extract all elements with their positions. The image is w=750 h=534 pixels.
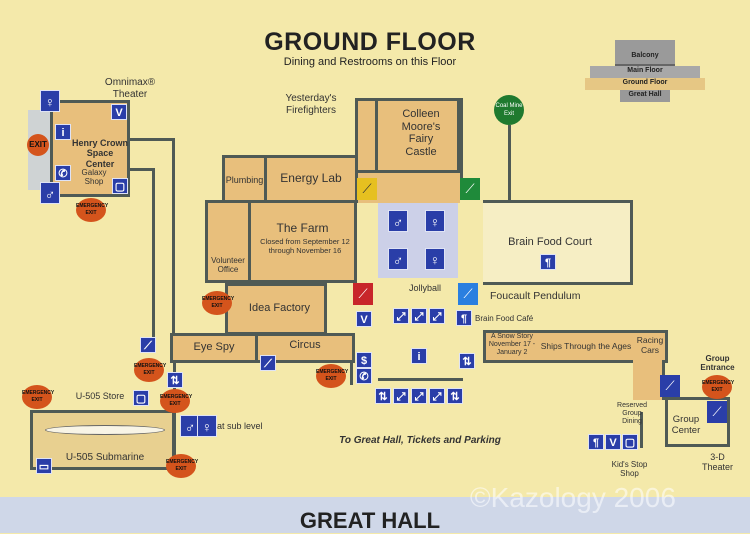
label-to-great-hall: To Great Hall, Tickets and Parking: [339, 435, 501, 446]
label-group-center: Group Center: [671, 414, 701, 436]
womens-restroom-icon[interactable]: ♀: [40, 90, 60, 112]
label-omnimax: Omnimax® Theater: [104, 77, 156, 100]
emergency-exit-marker: EMERGENCY EXIT: [316, 364, 348, 388]
label-foucault: Foucault Pendulum: [490, 290, 581, 302]
label-3d-theater: 3-D Theater: [701, 452, 734, 473]
womens-restroom-icon[interactable]: ♀: [425, 248, 445, 270]
room-idea-factory[interactable]: [225, 283, 327, 335]
womens-restroom-icon[interactable]: ♀: [425, 210, 445, 232]
label-jollyball: Jollyball: [408, 283, 441, 293]
escalator-icon: ⤢: [429, 388, 445, 404]
elevator-icon: ⇅: [375, 388, 391, 404]
room-colleen-moore[interactable]: [355, 98, 460, 173]
coal-mine-exit[interactable]: Coal Mine Exit: [494, 95, 524, 125]
floor-key-ground: Ground Floor: [622, 79, 668, 86]
emergency-exit-marker: EMERGENCY EXIT: [22, 385, 54, 409]
stairs-icon: ⟋: [458, 283, 478, 305]
label-farm-note: Closed from September 12 through Novembe…: [260, 237, 350, 255]
stairs-icon: ⟋: [707, 401, 727, 423]
v-icon: V: [356, 311, 372, 327]
label-plumbing: Plumbing: [225, 175, 264, 185]
label-snow-story: A Snow Story November 17 - January 2: [488, 333, 536, 357]
phone-icon: ✆: [55, 165, 71, 181]
mens-restroom-icon[interactable]: ♂: [388, 248, 408, 270]
escalator-icon: ⤢: [393, 308, 409, 324]
escalator-icon: ⤢: [429, 308, 445, 324]
floor-key-main: Main Floor: [627, 67, 663, 74]
emergency-exit-marker: EMERGENCY EXIT: [134, 358, 166, 382]
submarine-icon: [45, 425, 165, 435]
map-title: GROUND FLOOR: [264, 28, 476, 56]
floor-key-great-hall: Great Hall: [628, 91, 662, 98]
great-hall-title: GREAT HALL: [299, 508, 441, 533]
shop-icon: ▢: [112, 178, 128, 194]
info-icon[interactable]: i: [411, 348, 427, 364]
label-reserved-dining: Reserved Group Dining: [617, 402, 647, 426]
stairs-icon: ⟋: [357, 178, 377, 200]
label-u505: U-505 Submarine: [65, 452, 145, 463]
label-energy-lab: Energy Lab: [280, 171, 342, 185]
dining-icon: ¶: [540, 254, 556, 270]
emergency-exit-marker: EMERGENCY EXIT: [202, 291, 234, 315]
emergency-exit-marker: EMERGENCY EXIT: [76, 198, 108, 222]
label-galaxy-shop: Galaxy Shop: [81, 168, 107, 187]
stairs-icon: ⟋: [353, 283, 373, 305]
map-subtitle: Dining and Restrooms on this Floor: [283, 56, 457, 68]
label-sub-level: at sub level: [217, 421, 263, 431]
info-icon[interactable]: i: [55, 124, 71, 140]
label-volunteer-office: Volunteer Office: [211, 256, 245, 275]
great-hall-band: [0, 497, 750, 533]
emergency-exit-marker: EMERGENCY EXIT: [166, 454, 198, 478]
label-eye-spy: Eye Spy: [193, 341, 235, 353]
label-brain-food-court: Brain Food Court: [508, 236, 592, 248]
label-circus: Circus: [289, 339, 321, 351]
label-colleen: Colleen Moore's Fairy Castle: [401, 108, 441, 158]
womens-restroom-icon[interactable]: ♀: [197, 415, 217, 437]
escalator-icon: ⤢: [411, 308, 427, 324]
mens-restroom-icon[interactable]: ♂: [388, 210, 408, 232]
emergency-exit-marker: EMERGENCY EXIT: [160, 389, 192, 413]
label-u505-store: U-505 Store: [75, 391, 125, 401]
shop-icon: ▢: [133, 390, 149, 406]
floor-key: Balcony Main Floor Ground Floor Great Ha…: [585, 35, 705, 105]
tv-icon: ▭: [36, 458, 52, 474]
dining-icon: ¶: [588, 434, 604, 450]
escalator-icon: ⤢: [393, 388, 409, 404]
atm-icon: $: [356, 352, 372, 368]
phone-icon: ✆: [356, 368, 372, 384]
label-the-farm: The Farm: [276, 221, 329, 235]
label-racing-cars: Racing Cars: [636, 335, 664, 355]
elevator-icon: ⇅: [167, 372, 183, 388]
v-icon: V: [605, 434, 621, 450]
stairs-icon: ⟋: [660, 375, 680, 397]
label-firefighters: Yesterday's Firefighters: [285, 93, 337, 116]
watermark: ©Kazology 2006: [470, 482, 676, 513]
v-icon: V: [111, 104, 127, 120]
exit-marker: EXIT: [27, 134, 49, 156]
room-u505-submarine[interactable]: [30, 410, 175, 470]
label-ships: Ships Through the Ages: [540, 341, 632, 351]
room-the-farm[interactable]: [205, 200, 357, 283]
label-kids-stop: Kid's Stop Shop: [611, 460, 648, 479]
mens-restroom-icon[interactable]: ♂: [40, 182, 60, 204]
shop-icon: ▢: [622, 434, 638, 450]
stairs-icon: ⟋: [460, 178, 480, 200]
stairs-icon: ⟋: [260, 355, 276, 371]
cafe-icon: ¶: [456, 310, 472, 326]
emergency-exit-marker: EMERGENCY EXIT: [702, 375, 734, 399]
escalator-icon: ⤢: [411, 388, 427, 404]
stairs-icon: ⟋: [140, 337, 156, 353]
elevator-icon: ⇅: [447, 388, 463, 404]
room-ships[interactable]: [483, 330, 668, 363]
elevator-icon: ⇅: [459, 353, 475, 369]
label-group-entrance: Group Entrance: [700, 354, 735, 373]
label-henry-crown: Henry Crown Space Center: [72, 138, 129, 169]
label-brain-cafe: Brain Food Café: [475, 314, 534, 323]
room-brain-food-court[interactable]: [483, 200, 633, 285]
label-idea-factory: Idea Factory: [248, 302, 311, 314]
floor-key-balcony: Balcony: [631, 52, 659, 59]
